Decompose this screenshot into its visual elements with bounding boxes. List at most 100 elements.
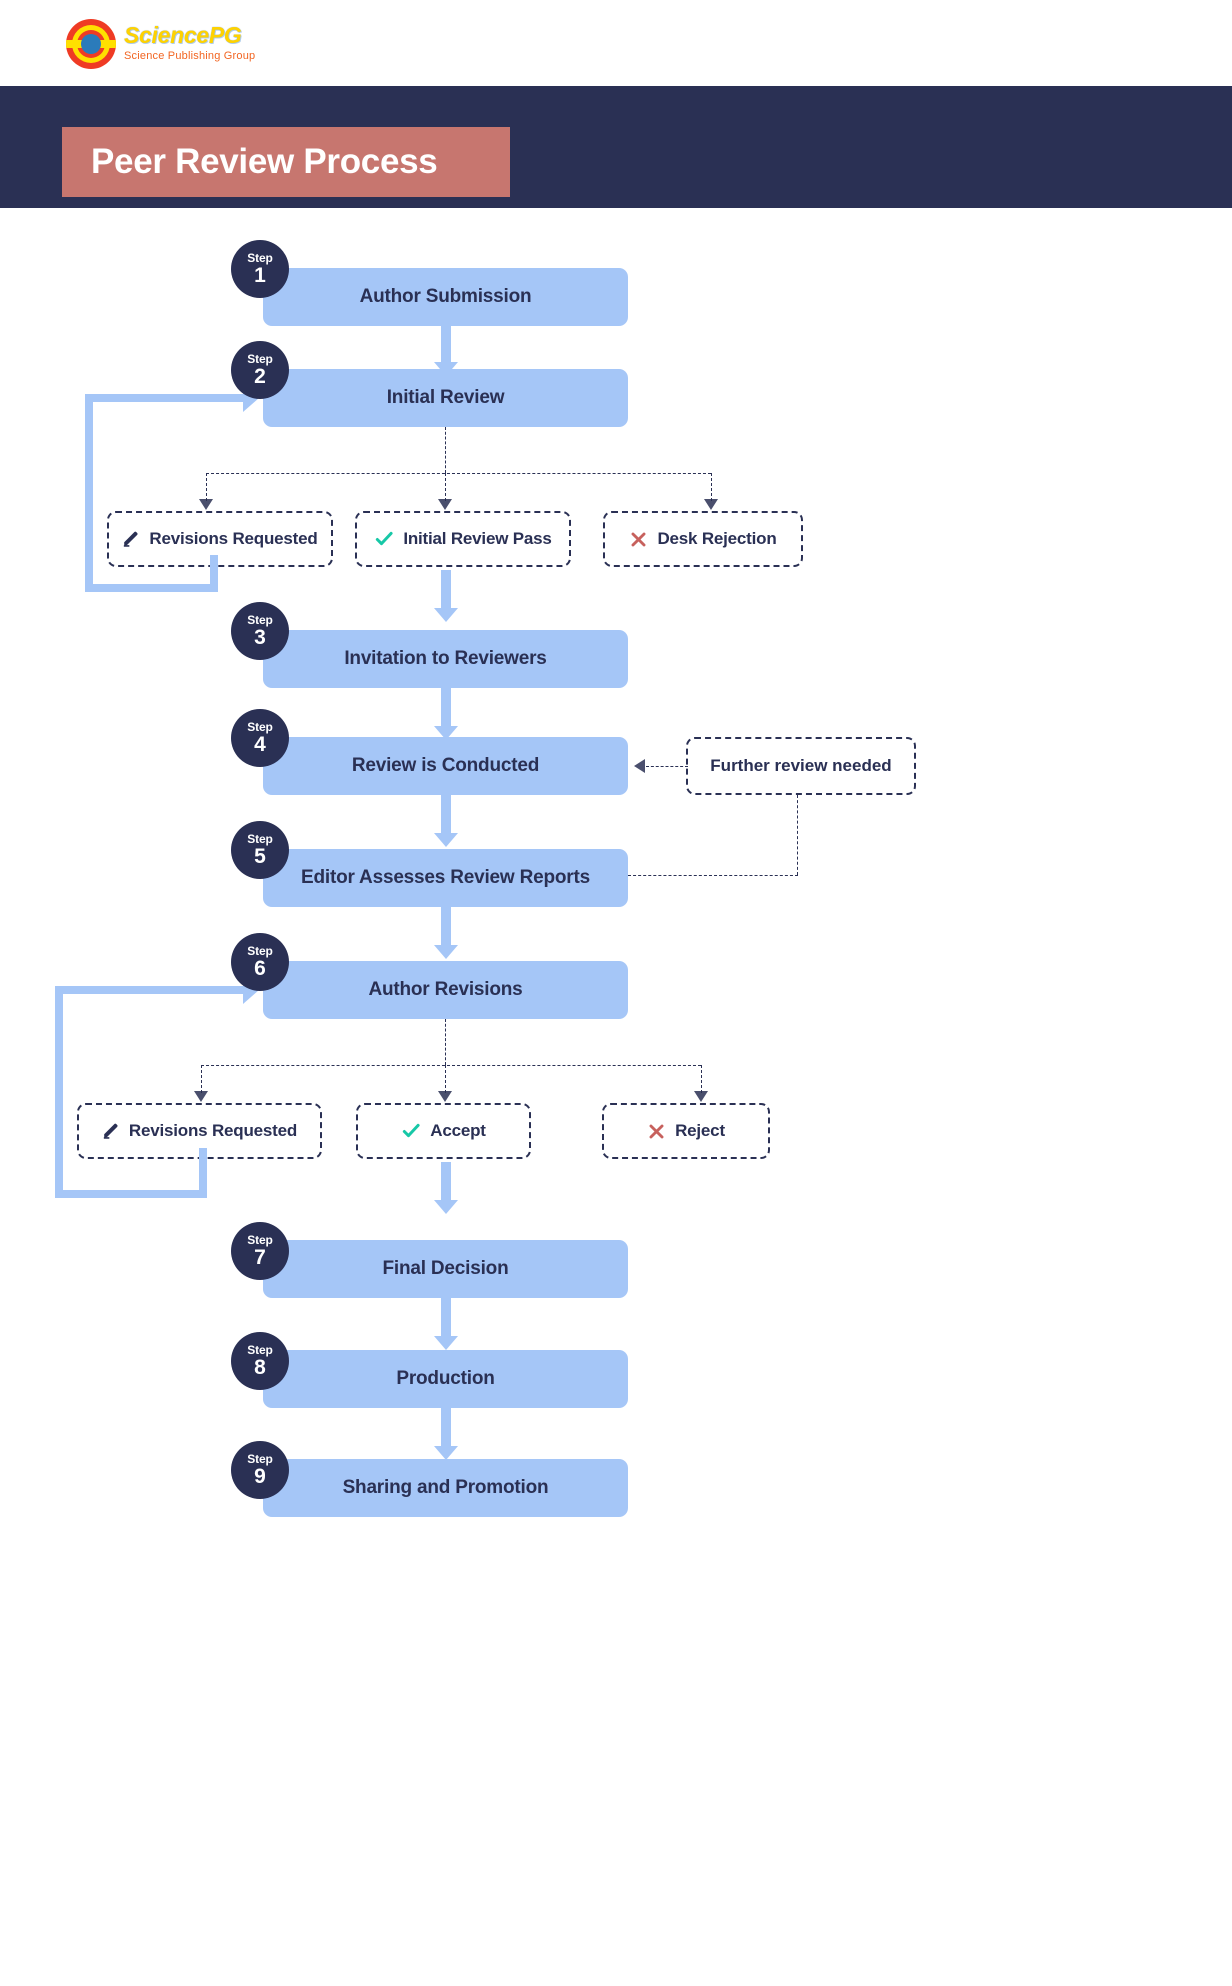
branch2-drop-left <box>201 1065 202 1093</box>
process-box-production[interactable]: Production <box>263 1350 628 1408</box>
branch1-stem <box>445 427 446 473</box>
arrow-3-to-4-shaft <box>441 688 451 726</box>
process-box-author-submission[interactable]: Author Submission <box>263 268 628 326</box>
outcome-accept[interactable]: Accept <box>356 1103 531 1159</box>
process-box-editor-assesses-review-reports[interactable]: Editor Assesses Review Reports <box>263 849 628 907</box>
step-badge-3-number: 3 <box>254 625 266 649</box>
branch1-head-mid <box>438 499 452 510</box>
step-badge-1-number: 1 <box>254 263 266 287</box>
process-box-final-decision[interactable]: Final Decision <box>263 1240 628 1298</box>
logo-tagline: Science Publishing Group <box>124 50 256 62</box>
step-badge-4-number: 4 <box>254 732 266 756</box>
step-badge-9: Step 9 <box>231 1441 289 1499</box>
step-badge-4-word: Step <box>247 719 273 734</box>
branch1-head-left <box>199 499 213 510</box>
loop1-riser <box>210 555 218 592</box>
branch1-head-right <box>704 499 718 510</box>
process-box-invitation-to-reviewers[interactable]: Invitation to Reviewers <box>263 630 628 688</box>
step-badge-9-word: Step <box>247 1451 273 1466</box>
process-box-author-revisions[interactable]: Author Revisions <box>263 961 628 1019</box>
process-label-4: Review is Conducted <box>351 755 540 776</box>
step-badge-6-word: Step <box>247 943 273 958</box>
branch2-head-left <box>194 1091 208 1102</box>
arrow-accept-to-7-shaft <box>441 1162 451 1200</box>
arrow-accept-to-7-head <box>434 1200 458 1214</box>
step-badge-2-number: 2 <box>254 364 266 388</box>
arrow-5-to-6-head <box>434 945 458 959</box>
step-badge-2: Step 2 <box>231 341 289 399</box>
process-label-5: Editor Assesses Review Reports <box>301 867 590 888</box>
sciencepg-logo: SciencePG Science Publishing Group <box>66 18 276 70</box>
logo-bar: SciencePG Science Publishing Group <box>0 0 1232 86</box>
arrow-pass-to-3-head <box>434 608 458 622</box>
arrow-8-to-9-shaft <box>441 1408 451 1446</box>
branch2-bus <box>201 1065 701 1066</box>
note-return-bus <box>628 875 798 876</box>
outcome-label-accept: Accept <box>430 1121 486 1140</box>
note-further-review-needed[interactable]: Further review needed <box>686 737 916 795</box>
arrow-4-to-5-head <box>434 833 458 847</box>
arrow-1-to-2-shaft <box>441 326 451 362</box>
loop2-riser <box>199 1148 207 1198</box>
branch1-drop-mid <box>445 473 446 501</box>
step-badge-7-number: 7 <box>254 1245 266 1269</box>
outcome-initial-review-pass[interactable]: Initial Review Pass <box>355 511 571 567</box>
page-title-box: Peer Review Process <box>62 127 510 197</box>
step-badge-8-word: Step <box>247 1342 273 1357</box>
step-badge-7: Step 7 <box>231 1222 289 1280</box>
cross-icon <box>629 530 648 549</box>
pencil-icon <box>122 530 140 548</box>
process-box-initial-review[interactable]: Initial Review <box>263 369 628 427</box>
outcome-label-desk-rejection: Desk Rejection <box>657 529 777 548</box>
process-label-7: Final Decision <box>382 1258 509 1279</box>
step-badge-5-number: 5 <box>254 844 266 868</box>
step-badge-8: Step 8 <box>231 1332 289 1390</box>
process-label-8: Production <box>396 1368 495 1389</box>
branch1-drop-left <box>206 473 207 501</box>
step-badge-3: Step 3 <box>231 602 289 660</box>
step-badge-1: Step 1 <box>231 240 289 298</box>
step-badge-2-word: Step <box>247 351 273 366</box>
loop1-left <box>85 394 93 592</box>
check-icon <box>374 529 394 549</box>
page-title: Peer Review Process <box>91 142 438 181</box>
note-arrow-head <box>634 759 645 773</box>
note-label-further-review-needed: Further review needed <box>710 756 892 775</box>
arrow-7-to-8-head <box>434 1336 458 1350</box>
step-badge-6-number: 6 <box>254 956 266 980</box>
process-label-6: Author Revisions <box>368 979 523 1000</box>
sciencepg-circle-logo-icon <box>66 19 116 69</box>
logo-wordmark-part2: PG <box>208 22 242 48</box>
branch2-head-right <box>694 1091 708 1102</box>
process-label-3: Invitation to Reviewers <box>344 648 547 669</box>
outcome-reject[interactable]: Reject <box>602 1103 770 1159</box>
step-badge-1-word: Step <box>247 250 273 265</box>
branch2-drop-right <box>701 1065 702 1093</box>
outcome-label-revisions-2: Revisions Requested <box>128 1121 298 1140</box>
pencil-icon <box>102 1122 120 1140</box>
loop1-top <box>85 394 245 402</box>
process-box-sharing-and-promotion[interactable]: Sharing and Promotion <box>263 1459 628 1517</box>
logo-wordmark-part1: Science <box>124 22 209 48</box>
note-return-riser <box>797 795 798 875</box>
branch1-bus <box>206 473 711 474</box>
branch2-head-mid <box>438 1091 452 1102</box>
cross-icon <box>647 1122 666 1141</box>
process-label-1: Author Submission <box>359 286 532 307</box>
branch2-stem <box>445 1019 446 1065</box>
process-box-review-is-conducted[interactable]: Review is Conducted <box>263 737 628 795</box>
arrow-7-to-8-shaft <box>441 1298 451 1336</box>
outcome-revisions-requested-1[interactable]: Revisions Requested <box>107 511 333 567</box>
outcome-desk-rejection[interactable]: Desk Rejection <box>603 511 803 567</box>
branch2-drop-mid <box>445 1065 446 1093</box>
arrow-3-to-4-head <box>434 726 458 740</box>
loop2-left <box>55 986 63 1198</box>
note-arrow-shaft <box>646 766 688 767</box>
step-badge-9-number: 9 <box>254 1464 266 1488</box>
process-label-2: Initial Review <box>386 387 505 408</box>
logo-wordmark: SciencePG <box>124 22 242 49</box>
loop2-bottom <box>55 1190 207 1198</box>
arrow-4-to-5-shaft <box>441 795 451 833</box>
flow-diagram: Step 1 Author Submission Step 2 Initial … <box>0 208 1232 1986</box>
outcome-label-reject: Reject <box>675 1121 725 1140</box>
